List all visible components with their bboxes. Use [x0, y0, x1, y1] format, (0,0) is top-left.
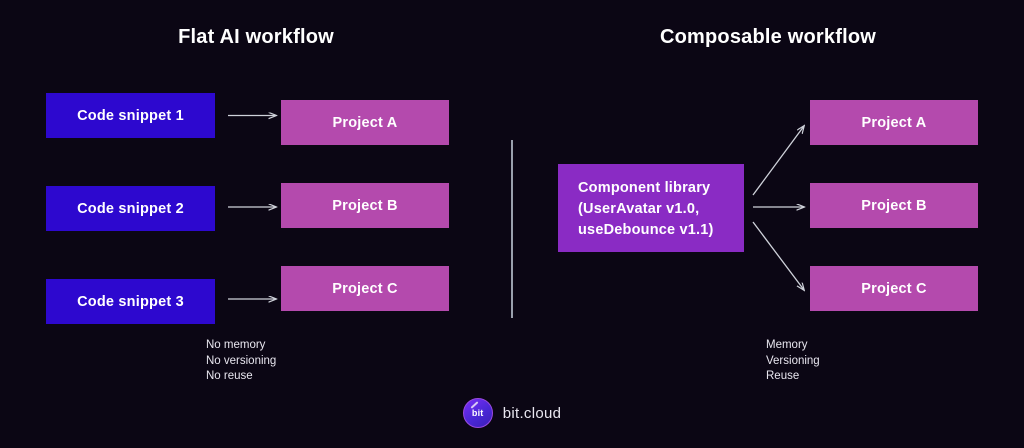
bit-logo-text: bit [471, 408, 484, 418]
right-caption-line-1: Memory [766, 339, 808, 351]
panel-divider [511, 140, 513, 318]
right-panel-caption: Memory Versioning Reuse [766, 338, 820, 385]
node-code-snippet-3: Code snippet 3 [46, 279, 215, 324]
node-right-project-b: Project B [810, 183, 978, 228]
component-library-line-3: useDebounce v1.1) [578, 222, 714, 239]
component-library-line-1: Component library [578, 180, 711, 196]
brand-name: bit.cloud [502, 404, 562, 422]
left-caption-line-3: No reuse [206, 370, 253, 383]
node-code-snippet-2: Code snippet 2 [46, 186, 215, 231]
node-right-project-a: Project A [810, 100, 978, 145]
node-code-snippet-1: Code snippet 1 [46, 93, 215, 138]
node-left-project-a: Project A [281, 100, 449, 145]
node-component-library: Component library (UserAvatar v1.0, useD… [558, 164, 744, 252]
node-left-project-b: Project B [281, 183, 449, 228]
node-right-project-c: Project C [810, 266, 978, 311]
arrow-library-to-project-a [752, 126, 804, 196]
left-caption-line-2: No versioning [206, 354, 277, 367]
brand-footer: bit bit.cloud [0, 398, 1024, 428]
node-left-project-c: Project C [281, 266, 449, 311]
left-caption-line-1: No memory [206, 339, 266, 351]
bit-logo-icon: bit [462, 398, 493, 428]
left-panel-title: Flat AI workflow [178, 26, 334, 48]
right-panel-title: Composable workflow [659, 26, 877, 48]
right-caption-line-2: Versioning [766, 354, 820, 367]
arrow-library-to-project-c [752, 221, 804, 290]
component-library-line-2: (UserAvatar v1.0, [578, 201, 700, 218]
right-caption-line-3: Reuse [766, 370, 800, 383]
left-panel-caption: No memory No versioning No reuse [206, 338, 276, 385]
